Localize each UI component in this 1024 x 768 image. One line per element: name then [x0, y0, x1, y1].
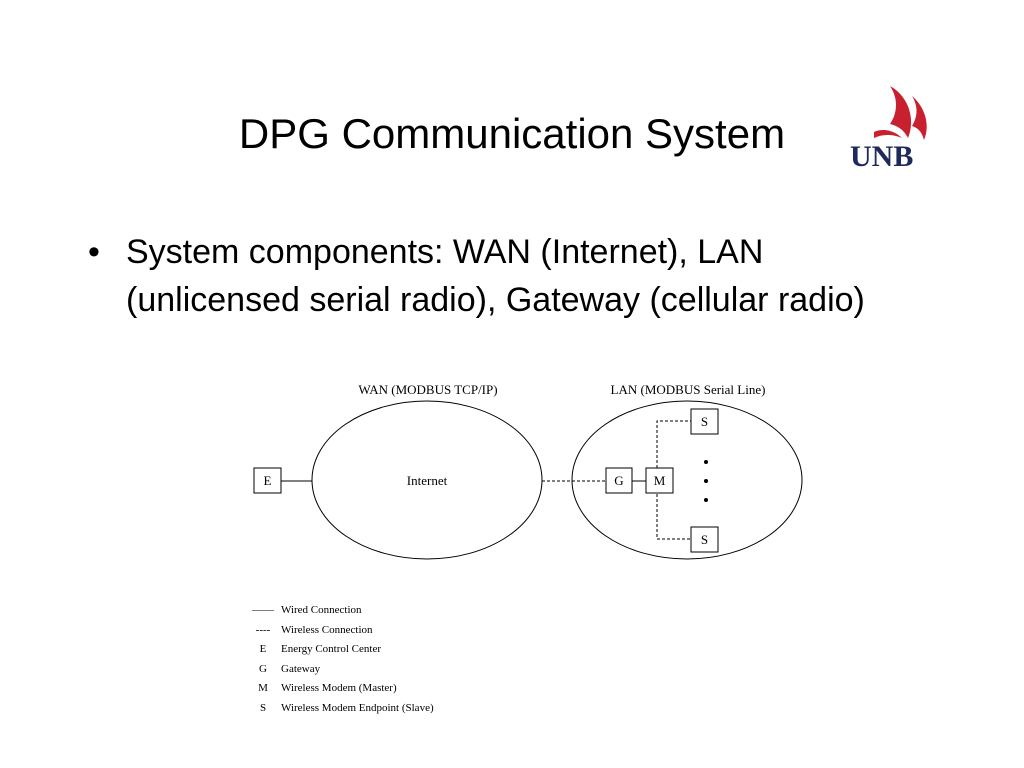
lan-ellipse	[571, 400, 803, 560]
node-g: G	[605, 467, 633, 494]
wireless-connection-s-top	[656, 420, 691, 468]
legend-symbol-0: ——	[251, 604, 275, 616]
bullet-text: System components: WAN (Internet), LAN (…	[126, 233, 865, 319]
legend-symbol-2: E	[260, 643, 267, 655]
node-g-label: G	[614, 473, 623, 488]
wan-label: WAN (MODBUS TCP/IP)	[358, 382, 497, 397]
unb-logo: UNB	[850, 86, 927, 172]
vertical-ellipsis	[704, 460, 708, 502]
node-e: E	[253, 467, 282, 494]
legend-symbol-4: M	[258, 682, 268, 694]
node-m: M	[645, 467, 674, 494]
lan-label: LAN (MODBUS Serial Line)	[611, 382, 766, 397]
legend-symbol-3: G	[259, 663, 267, 675]
bullet-list: • System components: WAN (Internet), LAN…	[88, 228, 908, 324]
bullet-marker: •	[88, 233, 100, 271]
logo-text: UNB	[850, 140, 913, 172]
node-e-label: E	[264, 473, 272, 488]
node-s-top-label: S	[701, 414, 708, 429]
legend-text-0: Wired Connection	[281, 604, 362, 616]
legend-text-5: Wireless Modem Endpoint (Slave)	[281, 702, 434, 714]
legend-symbol-1: ----	[256, 624, 271, 636]
bullet-item: • System components: WAN (Internet), LAN…	[88, 228, 908, 324]
internet-label: Internet	[407, 473, 448, 488]
sail-icon	[874, 86, 927, 140]
legend: —— Wired Connection ---- Wireless Connec…	[251, 604, 434, 714]
node-s-top: S	[690, 408, 719, 435]
node-s-bottom-label: S	[701, 532, 708, 547]
legend-symbol-5: S	[260, 702, 266, 714]
legend-text-4: Wireless Modem (Master)	[281, 682, 397, 694]
slide-title: DPG Communication System	[238, 110, 786, 157]
wireless-connection-s-bottom	[656, 494, 691, 540]
legend-text-2: Energy Control Center	[281, 643, 381, 655]
legend-text-1: Wireless Connection	[281, 624, 373, 636]
legend-text-3: Gateway	[281, 663, 321, 675]
wan-ellipse	[311, 400, 543, 560]
node-m-label: M	[654, 473, 666, 488]
node-s-bottom: S	[690, 526, 719, 553]
